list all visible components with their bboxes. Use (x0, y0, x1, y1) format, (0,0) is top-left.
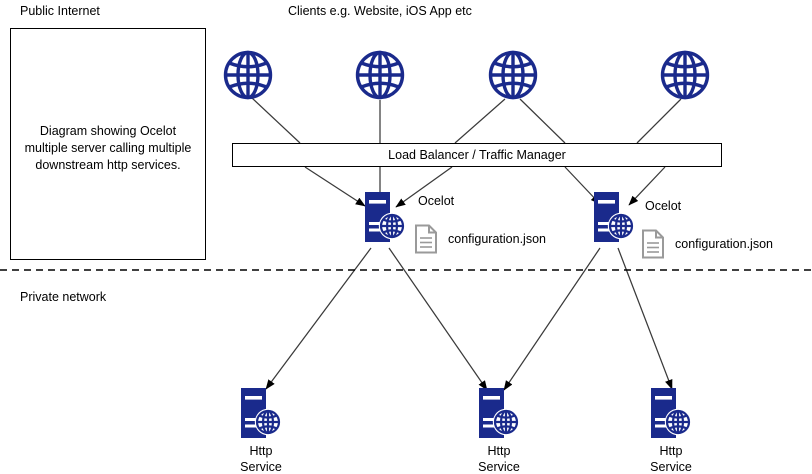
zone-label-private-network: Private network (20, 290, 107, 304)
client-node-1[interactable] (223, 50, 273, 105)
client-to-lb-lines (251, 97, 682, 144)
globe-icon (660, 50, 710, 100)
globe-icon (488, 50, 538, 100)
http-service-node-1[interactable] (238, 386, 284, 449)
ocelot-config-2[interactable]: configuration.json (641, 229, 773, 259)
load-balancer-label: Load Balancer / Traffic Manager (388, 148, 566, 162)
document-icon (642, 229, 664, 259)
ocelot-label-2: Ocelot (645, 199, 682, 213)
ocelot1-to-services-lines (265, 247, 488, 391)
ocelot-node-2[interactable] (591, 190, 637, 253)
document-icon (415, 224, 437, 254)
client-node-3[interactable] (488, 50, 538, 105)
globe-icon (355, 50, 405, 100)
http-service-label-3: Http Service (650, 444, 692, 474)
clients-header-label: Clients e.g. Website, iOS App etc (288, 4, 472, 18)
ocelot-node-1[interactable] (362, 190, 408, 253)
http-service-node-3[interactable] (648, 386, 694, 449)
description-box (10, 28, 206, 260)
description-text: Diagram showing Ocelot multiple server c… (24, 124, 192, 172)
ocelot-config-1[interactable]: configuration.json (414, 224, 546, 254)
ocelot-config-filename-1: configuration.json (448, 232, 546, 246)
ocelot-label-1: Ocelot (418, 194, 455, 208)
http-service-label-2: Http Service (478, 444, 520, 474)
client-node-2[interactable] (355, 50, 405, 105)
load-balancer-box[interactable]: Load Balancer / Traffic Manager (232, 143, 722, 167)
server-globe-icon (479, 388, 520, 438)
client-node-4[interactable] (660, 50, 710, 105)
http-service-node-2[interactable] (476, 386, 522, 449)
server-globe-icon (365, 192, 406, 242)
server-globe-icon (651, 388, 692, 438)
server-globe-icon (594, 192, 635, 242)
ocelot2-to-services-lines (503, 247, 673, 391)
zone-label-public-internet: Public Internet (20, 4, 100, 18)
server-globe-icon (241, 388, 282, 438)
ocelot-config-filename-2: configuration.json (675, 237, 773, 251)
globe-icon (223, 50, 273, 100)
http-service-label-1: Http Service (240, 444, 282, 474)
